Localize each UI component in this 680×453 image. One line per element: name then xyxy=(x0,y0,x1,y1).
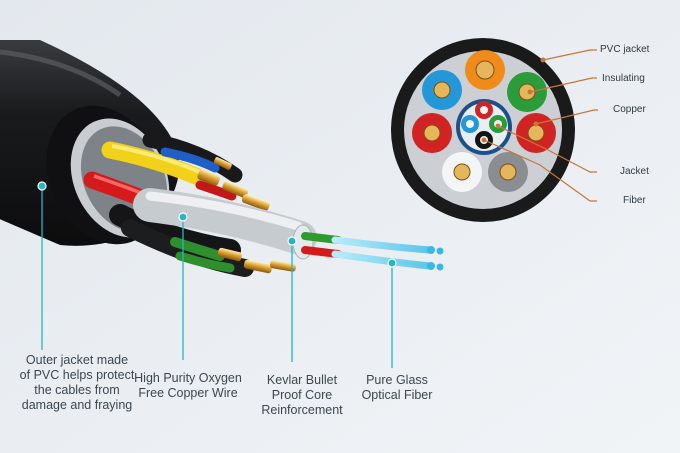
pointer-dot-kevlar xyxy=(287,236,297,246)
optical-fiber xyxy=(331,236,434,254)
label-jacket: Jacket xyxy=(620,166,649,177)
copper-tip xyxy=(197,169,221,186)
kevlar-jacket xyxy=(133,188,317,255)
label-copper: Copper xyxy=(613,104,646,115)
callout-optical-fiber: Pure Glass Optical Fiber xyxy=(361,373,433,402)
label-insulating: Insulating xyxy=(602,73,645,84)
inner-wires xyxy=(83,132,444,277)
yellow-wire xyxy=(101,141,214,189)
pointer-dot-fiber xyxy=(387,258,397,268)
label-pvc-jacket: PVC jacket xyxy=(600,44,650,55)
callout-kevlar: Kevlar Bullet Proof Core Reinforcement xyxy=(261,373,343,417)
blue-wire xyxy=(160,147,220,173)
callout-copper-wire: High Purity Oxygen Free Copper Wire xyxy=(134,371,242,400)
callout-pointers xyxy=(41,186,393,368)
label-fiber: Fiber xyxy=(623,195,646,206)
pointer-dot-copper xyxy=(178,212,188,222)
cross-section xyxy=(391,38,575,222)
cross-section-pointers xyxy=(483,49,598,202)
pointer-dot-outer-jacket xyxy=(37,181,47,191)
callout-outer-jacket: Outer jacket made of PVC helps protect t… xyxy=(19,353,135,412)
